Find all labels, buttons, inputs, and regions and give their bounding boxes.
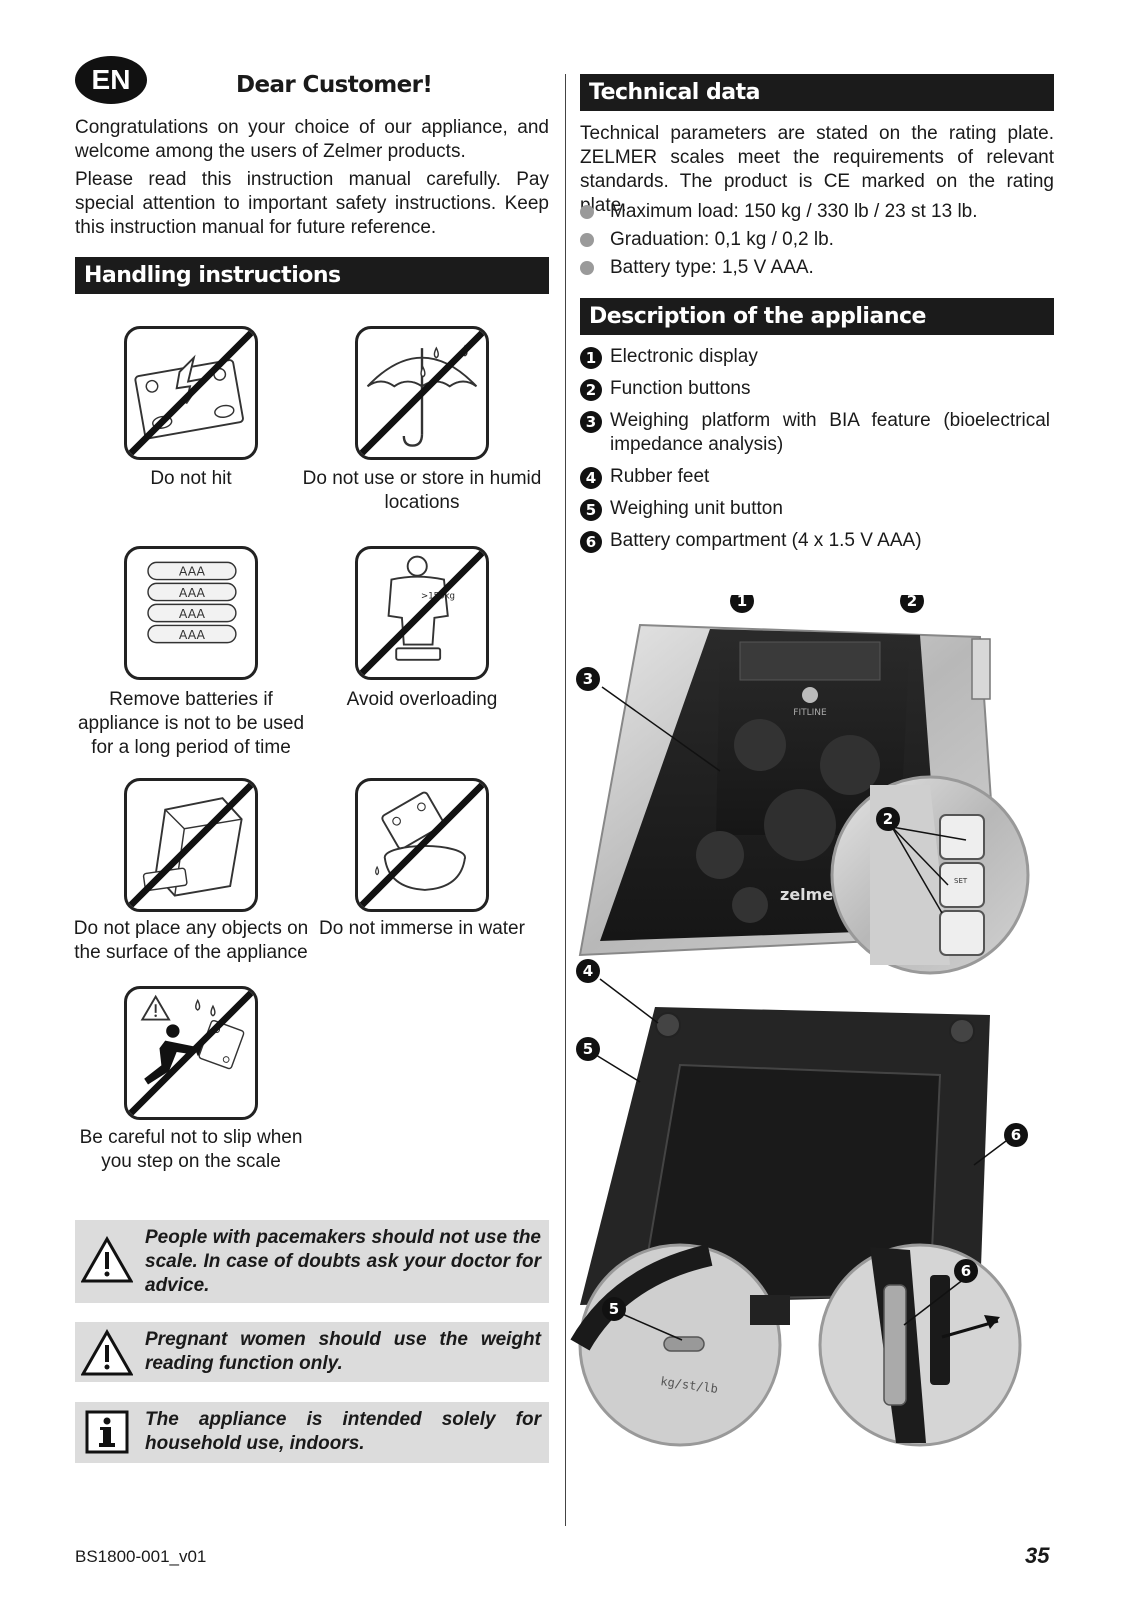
notice-pregnant-text: Pregnant women should use the weight rea… [145,1329,541,1374]
batteries-icon: AAA AAA AAA AAA [124,546,258,680]
caption-no-humid: Do not use or store in humid locations [302,468,542,513]
intro-paragraph-2: Please read this instruction manual care… [75,169,549,238]
bullet-dot [580,205,594,219]
battery-label-3: AAA [179,606,206,621]
callout-2-zoom: 2 [883,810,893,828]
no-hit-icon [124,326,258,460]
technical-bullet-text: Maximum load: 150 kg / 330 lb / 23 st 13… [610,201,978,222]
battery-compartment-zoom [818,1243,1022,1447]
bullet-dot [580,233,594,247]
electronic-display [739,641,881,681]
page-title: Dear Customer! [236,72,433,98]
document-code: BS1800-001_v01 [75,1547,207,1566]
technical-bullet-text: Battery type: 1,5 V AAA. [610,257,814,278]
caption-no-hit: Do not hit [150,468,232,489]
callout-5-zoom: 5 [609,1300,619,1318]
callout-5: 5 [583,1040,593,1058]
battery-label-1: AAA [179,564,206,579]
warning-triangle-icon [81,1329,133,1376]
caption-batteries: Remove batteries if appliance is not to … [77,689,305,758]
no-humid-icon [355,326,489,460]
description-item: 1 Electronic display [580,345,1050,369]
no-slip-icon [124,986,258,1120]
function-buttons [971,638,991,700]
fitline-logo-icon [802,687,818,703]
callout-lines [595,686,1007,1341]
warning-triangle-icon [81,1236,133,1283]
appliance-figure: FITLINE zelmer SET kg/st/lb [570,595,1030,1447]
callout-2: 2 [907,595,917,610]
bullet-dot [580,261,594,275]
no-objects-icon [124,778,258,912]
no-immerse-icon [355,778,489,912]
caption-no-immerse: Do not immerse in water [319,918,525,939]
technical-heading: Technical data [580,74,1054,111]
technical-bullet: Battery type: 1,5 V AAA. [580,256,814,280]
caption-no-overload: Avoid overloading [346,689,498,710]
caption-no-objects: Do not place any objects on the surface … [73,918,309,963]
callout-3: 3 [583,670,593,688]
notice-household-text: The appliance is intended solely for hou… [145,1409,541,1454]
set-label: SET [954,877,968,885]
description-item: 3 Weighing platform with BIA feature (bi… [580,409,1050,457]
description-item-text: Electronic display [610,346,758,367]
description-item-text: Rubber feet [610,466,710,487]
battery-label-4: AAA [179,627,206,642]
scale-bottom-view [580,1007,990,1305]
callout-4: 4 [583,962,593,980]
notice-pacemaker: People with pacemakers should not use th… [75,1220,549,1303]
technical-bullet: Maximum load: 150 kg / 330 lb / 23 st 13… [580,200,978,224]
description-item: 2 Function buttons [580,377,1050,401]
callout-1: 1 [737,595,747,610]
language-badge: EN [75,56,147,104]
technical-paragraph: Technical parameters are stated on the r… [580,123,1054,216]
number-badge: 2 [580,379,602,401]
notice-pregnant: Pregnant women should use the weight rea… [75,1322,549,1382]
column-divider [565,74,566,1526]
description-item-text: Weighing unit button [610,498,783,519]
notice-household: The appliance is intended solely for hou… [75,1402,549,1463]
number-badge: 5 [580,499,602,521]
callout-6-zoom: 6 [961,1262,971,1280]
description-item: 5 Weighing unit button [580,497,1050,521]
number-badge: 3 [580,411,602,433]
description-item-text: Battery compartment (4 x 1.5 V AAA) [610,530,922,551]
description-item: 6 Battery compartment (4 x 1.5 V AAA) [580,529,1050,553]
technical-bullet: Graduation: 0,1 kg / 0,2 lb. [580,228,834,252]
buttons-zoom: SET [830,775,1030,975]
info-icon [85,1410,129,1454]
caption-no-slip: Be careful not to slip when you step on … [79,1127,303,1172]
description-item-text: Weighing platform with BIA feature (bioe… [610,410,1050,455]
brand-label: zelmer [780,885,841,904]
page-number: 35 [1025,1543,1050,1568]
handling-heading: Handling instructions [75,257,549,294]
callout-6: 6 [1011,1126,1021,1144]
technical-bullet-text: Graduation: 0,1 kg / 0,2 lb. [610,229,834,250]
fitline-label: FITLINE [793,708,827,718]
number-badge: 1 [580,347,602,369]
notice-pacemaker-text: People with pacemakers should not use th… [145,1227,541,1296]
number-badge: 4 [580,467,602,489]
description-item: 4 Rubber feet [580,465,1050,489]
number-badge: 6 [580,531,602,553]
unit-button-zoom: kg/st/lb [570,1243,790,1447]
intro-paragraph-1: Congratulations on your choice of our ap… [75,117,549,162]
description-heading: Description of the appliance [580,298,1054,335]
description-item-text: Function buttons [610,378,751,399]
battery-label-2: AAA [179,585,206,600]
intro-section: Congratulations on your choice of our ap… [75,116,549,240]
